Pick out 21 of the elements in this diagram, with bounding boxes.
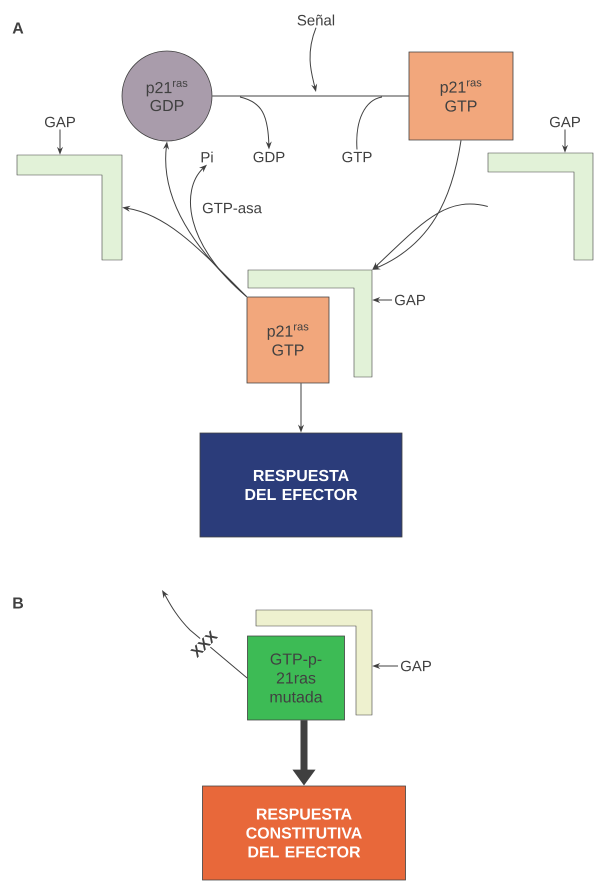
product-label: GDP: [254, 152, 284, 162]
edge-label: GTP-asa: [200, 201, 264, 215]
mutant-protein-box: GTP-p-21ras mutada: [247, 636, 345, 720]
protein-box: p21$^{ras}$ GTP: [246, 296, 330, 384]
substrate-label: GTP: [342, 152, 372, 162]
line: [356, 96, 382, 150]
gap-bar: [248, 270, 372, 378]
gap-label: GAP: [550, 116, 580, 128]
panel-letter: B: [13, 598, 24, 608]
gap-bar: [488, 152, 594, 260]
response-box: RESPUESTA CONSTITUTIVA DEL EFECTOR: [202, 786, 406, 880]
gap-bar: [16, 154, 122, 260]
gap-bar: [256, 610, 372, 716]
signal-label: Señal: [298, 14, 334, 26]
gap-label: GAP: [400, 660, 431, 672]
response-box: RESPUESTA DEL EFECTOR: [200, 432, 402, 538]
gap-label: GAP: [44, 116, 75, 128]
gap-label: GAP: [394, 294, 425, 306]
panel-letter: A: [12, 22, 24, 34]
product-label: Pi: [202, 152, 213, 162]
protein-box: p21$^{ras}$ GTP: [408, 52, 514, 140]
